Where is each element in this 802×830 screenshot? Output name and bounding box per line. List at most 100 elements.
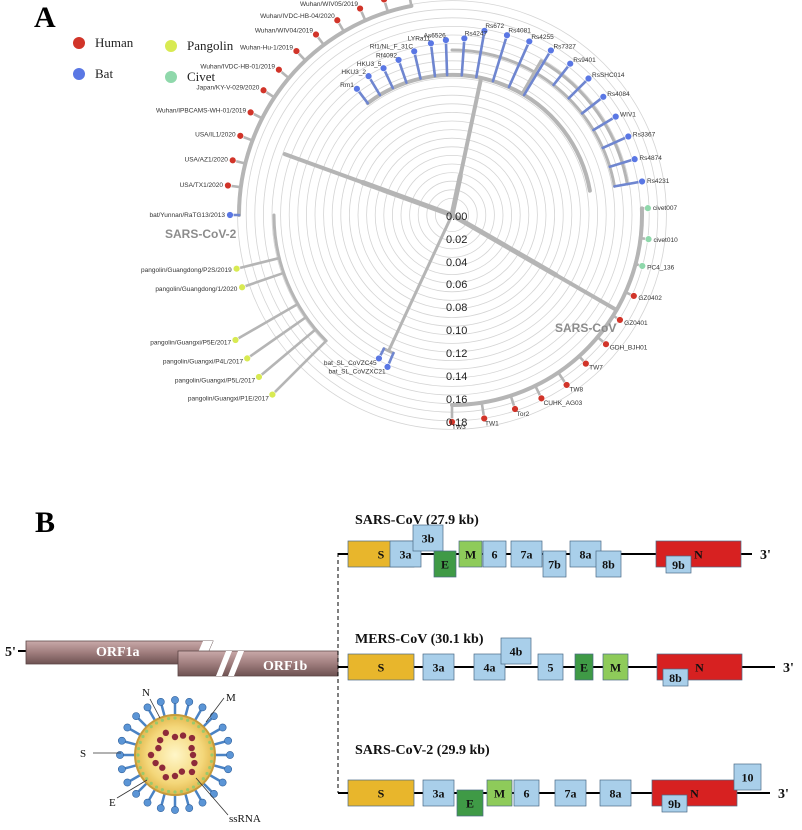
legend-label: Human [95, 35, 134, 50]
gene-label: M [610, 661, 621, 675]
gene-box [537, 653, 564, 681]
leaf-branch [235, 256, 281, 271]
distance-ring [323, 86, 581, 344]
leaf-marker [460, 34, 469, 43]
spike-head [143, 798, 152, 807]
gene-box [456, 789, 484, 817]
distance-ring [383, 146, 521, 284]
distance-ring [297, 60, 607, 370]
distance-ring [374, 137, 530, 293]
gene-label: N [690, 787, 699, 801]
leaf-marker [226, 211, 234, 219]
leaf-label: GZ0401 [624, 320, 648, 327]
leaf-marker [511, 405, 519, 413]
leaf-label: pangolin/Guangxi/P5L/2017 [175, 377, 256, 384]
gene-box [482, 540, 507, 568]
gene-label: 4a [484, 661, 496, 675]
membrane-protein [201, 777, 205, 781]
gene-box [661, 794, 688, 813]
nucleocapsid [179, 732, 187, 739]
nucleocapsid [188, 768, 196, 776]
scale-label: 0.12 [446, 348, 467, 360]
tree-branch [387, 213, 454, 353]
membrane-protein [136, 759, 141, 764]
gene-label: 9b [672, 558, 685, 572]
leaf-branch [397, 58, 408, 84]
leaf-marker [630, 155, 639, 163]
gene-box [542, 550, 567, 578]
spike-head [198, 798, 207, 807]
spike-head [209, 789, 218, 798]
leaf-branch [613, 180, 644, 188]
tree-branch [458, 76, 484, 178]
spike-head [171, 806, 179, 814]
membrane-protein [209, 746, 214, 751]
nucleocapsid [188, 734, 196, 742]
membrane-protein [186, 718, 190, 722]
gene-box [665, 555, 692, 574]
leaf-label: PC4_136 [647, 264, 674, 271]
spike-head [116, 751, 124, 759]
membrane-protein [145, 777, 149, 781]
gene-label: 8a [610, 787, 622, 801]
orf1b-box [177, 650, 339, 677]
legend-swatch-pangolin [165, 40, 177, 52]
gene-box [554, 779, 587, 807]
virion-label-m: M [226, 692, 236, 704]
membrane-protein [166, 716, 171, 721]
gene-box [599, 779, 632, 807]
gene-label: N [694, 548, 703, 562]
membrane-protein [160, 788, 164, 792]
distance-ring [314, 77, 590, 353]
membrane-protein [141, 771, 145, 776]
membrane-protein [205, 734, 209, 739]
leaf-label: Rs672 [485, 23, 504, 30]
leaf-label: Rs9401 [573, 57, 596, 64]
tree-branch [237, 3, 414, 217]
nucleocapsid [162, 729, 170, 737]
gene-label: 8a [580, 548, 592, 562]
gene-box [513, 779, 540, 807]
orf1a-label: ORF1a [96, 645, 140, 660]
leaf-label: USA/IL1/2020 [195, 131, 236, 138]
membrane-protein [179, 789, 184, 794]
leaf-marker [480, 27, 489, 35]
tree-branch [449, 212, 559, 278]
membrane-protein [209, 759, 214, 764]
tree-branch [520, 59, 543, 96]
virion-label-n: N [142, 687, 150, 699]
membrane-protein [160, 718, 164, 722]
three-prime-label: 3' [778, 787, 789, 802]
membrane-protein [141, 734, 145, 739]
tree-branch [282, 152, 365, 185]
genome-title: SARS-CoV-2 (29.9 kb) [355, 743, 490, 758]
nucleocapsid [178, 768, 186, 775]
leaf-label: civet010 [653, 237, 678, 244]
leaf-label: GZ0402 [638, 295, 662, 302]
leaf-marker [599, 93, 607, 101]
nucleocapsid [147, 751, 155, 759]
nucleocapsid [171, 733, 179, 741]
leaf-marker [602, 340, 610, 348]
tree-branch [449, 173, 463, 218]
leaf-label: pangolin/Guangxi/P1E/2017 [188, 395, 269, 402]
leaf-marker [238, 283, 246, 291]
leaf-marker [644, 235, 653, 243]
leaf-label: Tor2 [517, 411, 530, 418]
leaf-label: Wuhan-Hu-1/2019 [240, 45, 293, 52]
nucleocapsid [152, 759, 159, 767]
leaf-label: TW3 [452, 424, 466, 431]
gene-label: 7a [521, 548, 533, 562]
gene-label: 10 [742, 771, 754, 785]
leaf-marker [480, 414, 488, 423]
leaf-branch [234, 302, 300, 342]
spike-head [156, 697, 165, 706]
scale-label: 0.16 [446, 394, 467, 406]
gene-box [595, 550, 622, 578]
leaf-label: Rs7327 [553, 43, 576, 50]
gene-label: 9b [668, 797, 681, 811]
genome-title: MERS-CoV (30.1 kb) [355, 632, 484, 647]
leaf-marker [364, 72, 373, 80]
leaf-marker [236, 132, 245, 140]
membrane-protein [138, 740, 142, 744]
